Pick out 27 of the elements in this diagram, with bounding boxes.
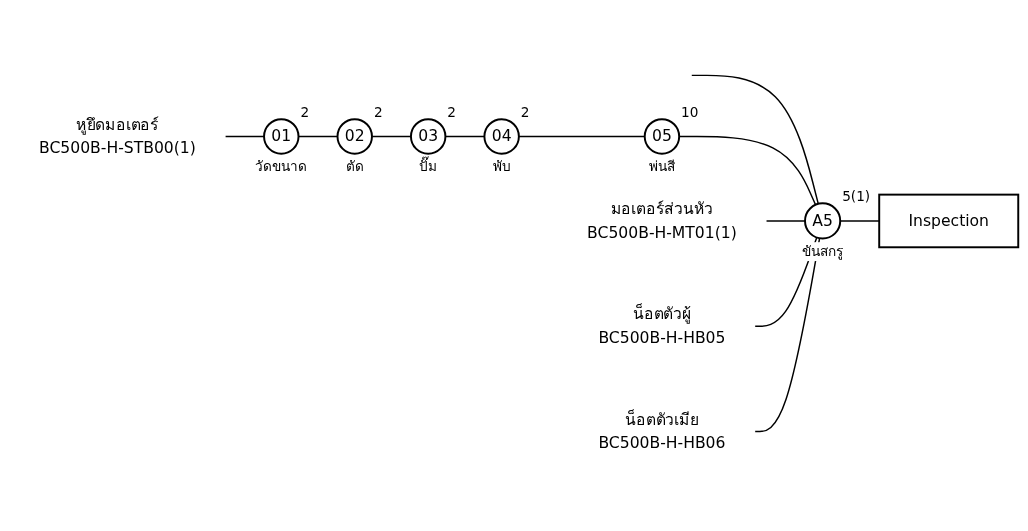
connector — [765, 220, 806, 223]
time-label: 10 — [681, 104, 699, 121]
operation-label: ตัด — [345, 158, 364, 175]
node-circle: A5 — [804, 202, 842, 240]
operation-label: ขันสกรู — [802, 243, 844, 260]
time-label: 5(1) — [842, 188, 871, 205]
operation-label: วัดขนาด — [255, 158, 308, 175]
connector — [690, 75, 819, 205]
node-circle: 04 — [483, 118, 520, 156]
node-text: มอเตอร์ส่วนหัว BC500B-H-MT01(1) — [587, 199, 737, 242]
operation-label: พับ — [492, 158, 511, 175]
operation-label: ปั๊ม — [419, 158, 438, 175]
time-label: 2 — [520, 104, 530, 121]
node-circle: 05 — [643, 118, 681, 156]
node-text: น็อตตัวเมีย BC500B-H-HB06 — [598, 410, 726, 453]
node-text: น็อตตัวผู้ BC500B-H-HB05 — [598, 305, 726, 348]
time-label: 2 — [447, 104, 457, 121]
operation-label: พ่นสี — [648, 158, 675, 175]
connector — [224, 136, 265, 138]
time-label: 2 — [373, 104, 383, 121]
node-box: Inspection — [878, 194, 1020, 249]
node-text: หูยึดมอเตอร์ BC500B-H-STB00(1) — [38, 115, 196, 158]
node-circle: 02 — [336, 118, 373, 156]
connector — [371, 136, 412, 138]
time-label: 2 — [300, 104, 310, 121]
node-circle: 03 — [409, 118, 447, 156]
node-circle: 01 — [263, 118, 300, 156]
